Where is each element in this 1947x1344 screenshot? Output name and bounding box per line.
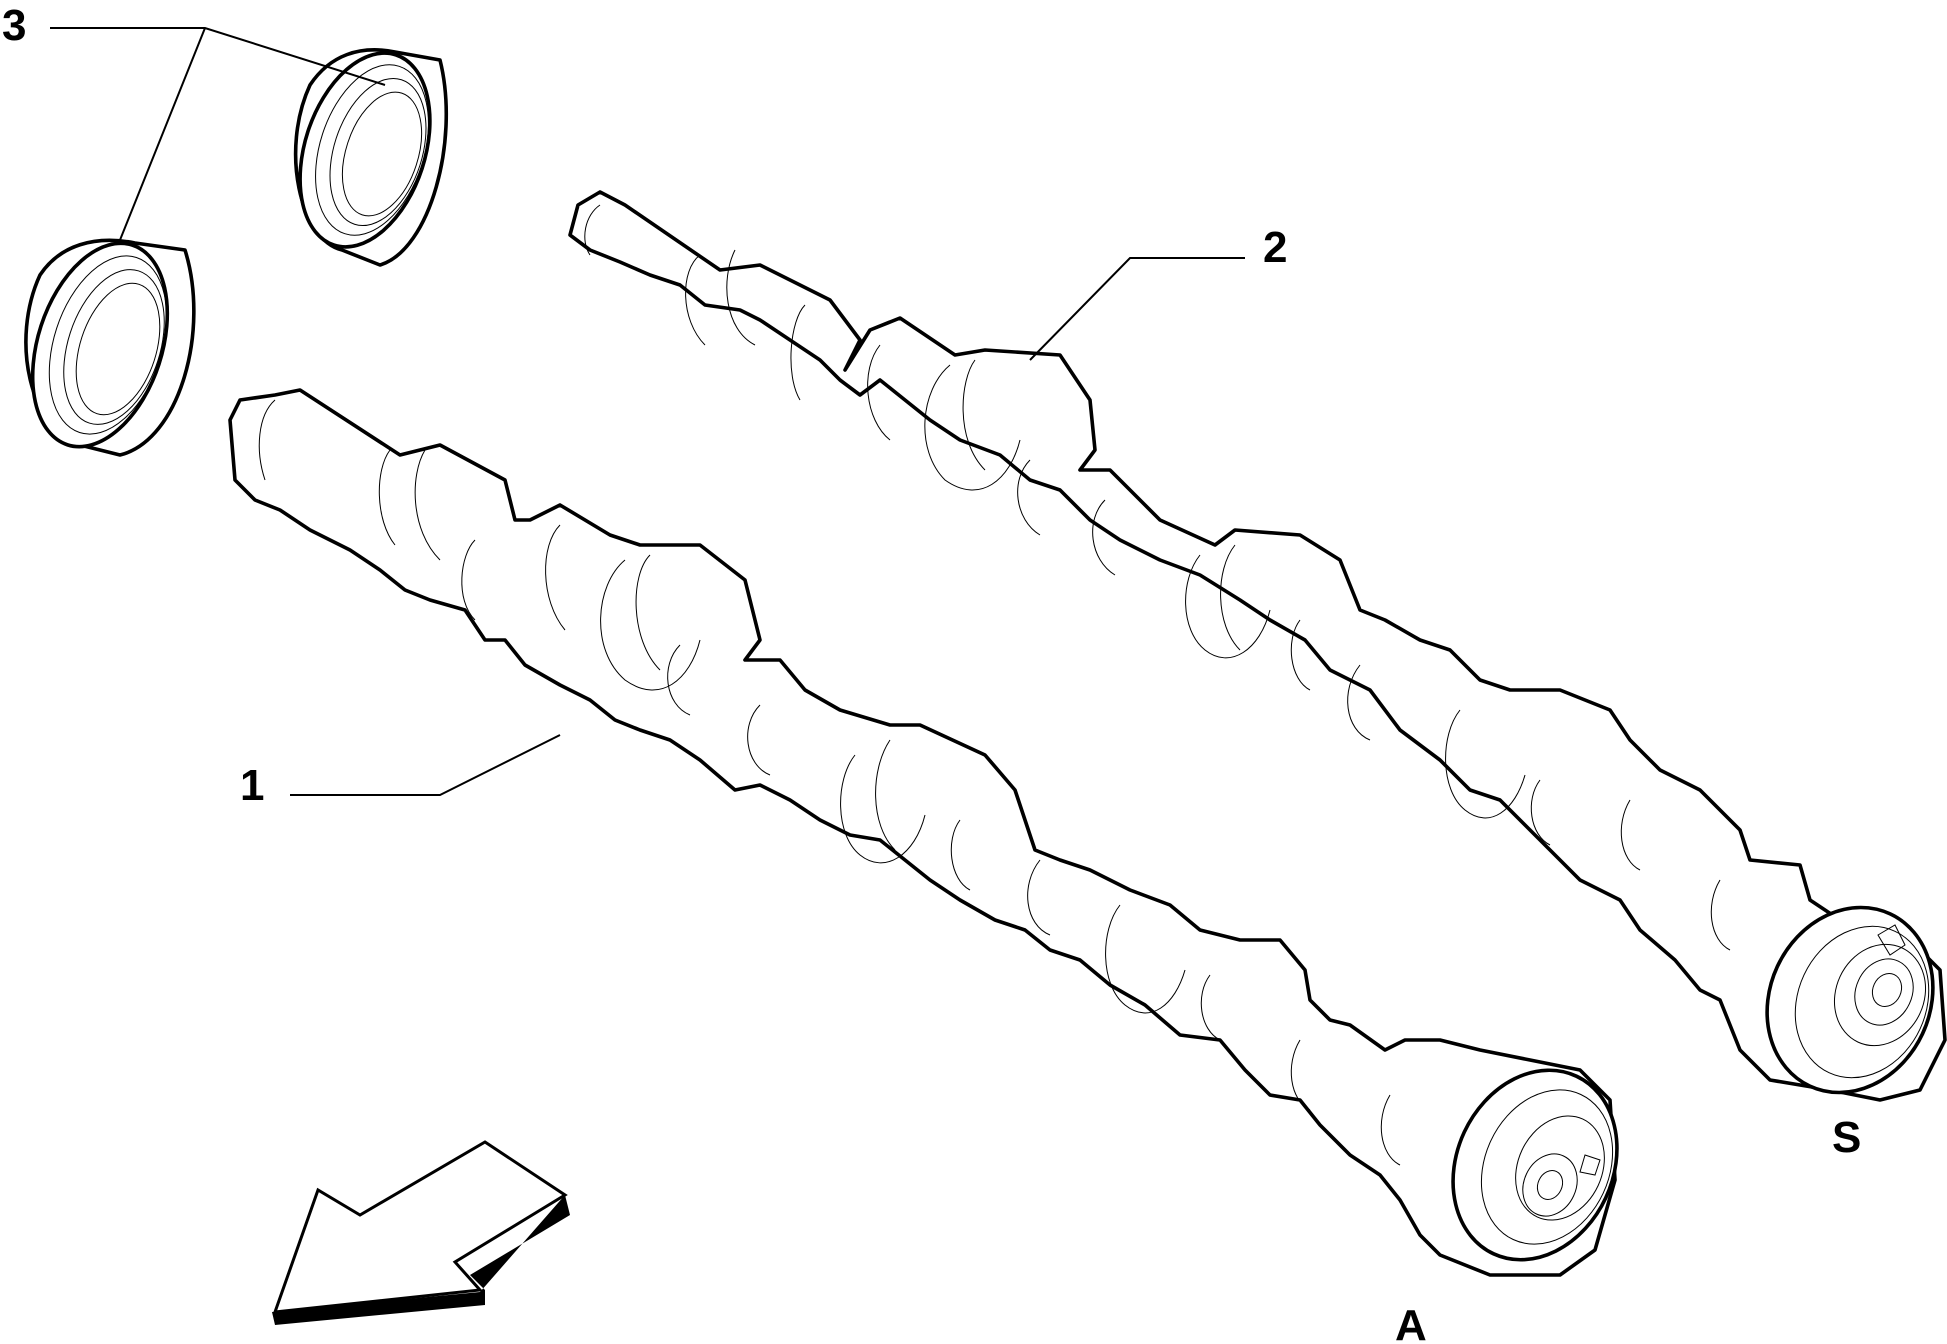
camshaft-rear [568, 190, 1947, 1102]
callout-2: 2 [1263, 223, 1287, 272]
seal-ring-lower [24, 238, 196, 457]
leader-lines [50, 27, 1245, 796]
end-label-a: A [1395, 1301, 1427, 1344]
leader-1 [290, 734, 561, 796]
camshaft-front [228, 388, 1619, 1277]
callout-labels: 3 2 1 S A [2, 1, 1861, 1344]
seal-ring-upper [293, 48, 448, 267]
leader-2 [1029, 257, 1245, 361]
end-label-s: S [1832, 1113, 1861, 1162]
arrow-down-left-icon [272, 1140, 570, 1325]
callout-1: 1 [240, 761, 264, 810]
callout-3: 3 [2, 1, 26, 50]
leader-3 [50, 27, 386, 241]
